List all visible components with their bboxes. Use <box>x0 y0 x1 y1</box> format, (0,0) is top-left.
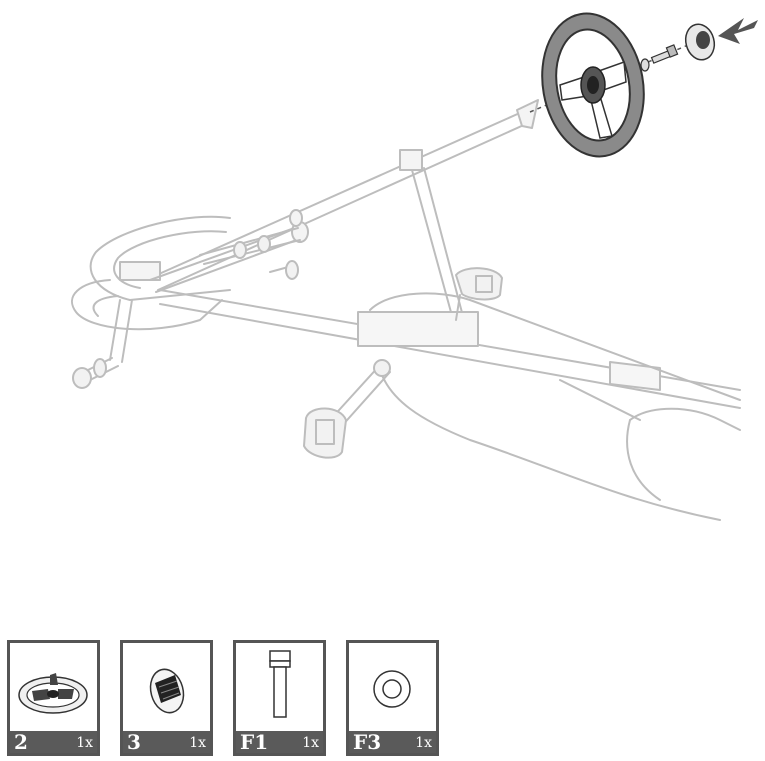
washer-icon <box>373 670 411 708</box>
hub-cap-part <box>684 23 716 61</box>
steering-wheel <box>541 12 645 158</box>
steering-wheel-icon <box>18 673 88 714</box>
part-quantity: 1x <box>76 735 93 751</box>
body-housing <box>369 292 741 521</box>
insert-arrow <box>718 18 758 44</box>
pedal-right <box>455 267 503 321</box>
part-id: 3 <box>127 730 141 754</box>
main-beam <box>159 289 741 409</box>
bolt-icon <box>269 650 291 718</box>
part-id: F1 <box>240 730 269 754</box>
rods <box>199 227 301 265</box>
part-id: 2 <box>14 730 28 754</box>
assembly-illustration <box>71 12 758 521</box>
bolt-part <box>650 44 679 64</box>
part-card-2: 2 1x <box>7 640 100 756</box>
washer-part <box>640 58 650 72</box>
part-quantity: 1x <box>189 735 206 751</box>
steering-column <box>149 99 539 291</box>
front-axle <box>72 260 299 389</box>
part-card-3: 3 1x <box>120 640 213 756</box>
part-card-F3: F3 1x <box>346 640 439 756</box>
part-id: F3 <box>353 730 382 754</box>
part-quantity: 1x <box>415 735 432 751</box>
hub-cap-icon <box>149 668 185 714</box>
part-card-F1: F1 1x <box>233 640 326 756</box>
part-label: F1 1x <box>236 731 323 753</box>
part-quantity: 1x <box>302 735 319 751</box>
part-label: 3 1x <box>123 731 210 753</box>
part-label: F3 1x <box>349 731 436 753</box>
pedal-left <box>303 359 391 459</box>
part-label: 2 1x <box>10 731 97 753</box>
front-frame <box>71 209 309 331</box>
